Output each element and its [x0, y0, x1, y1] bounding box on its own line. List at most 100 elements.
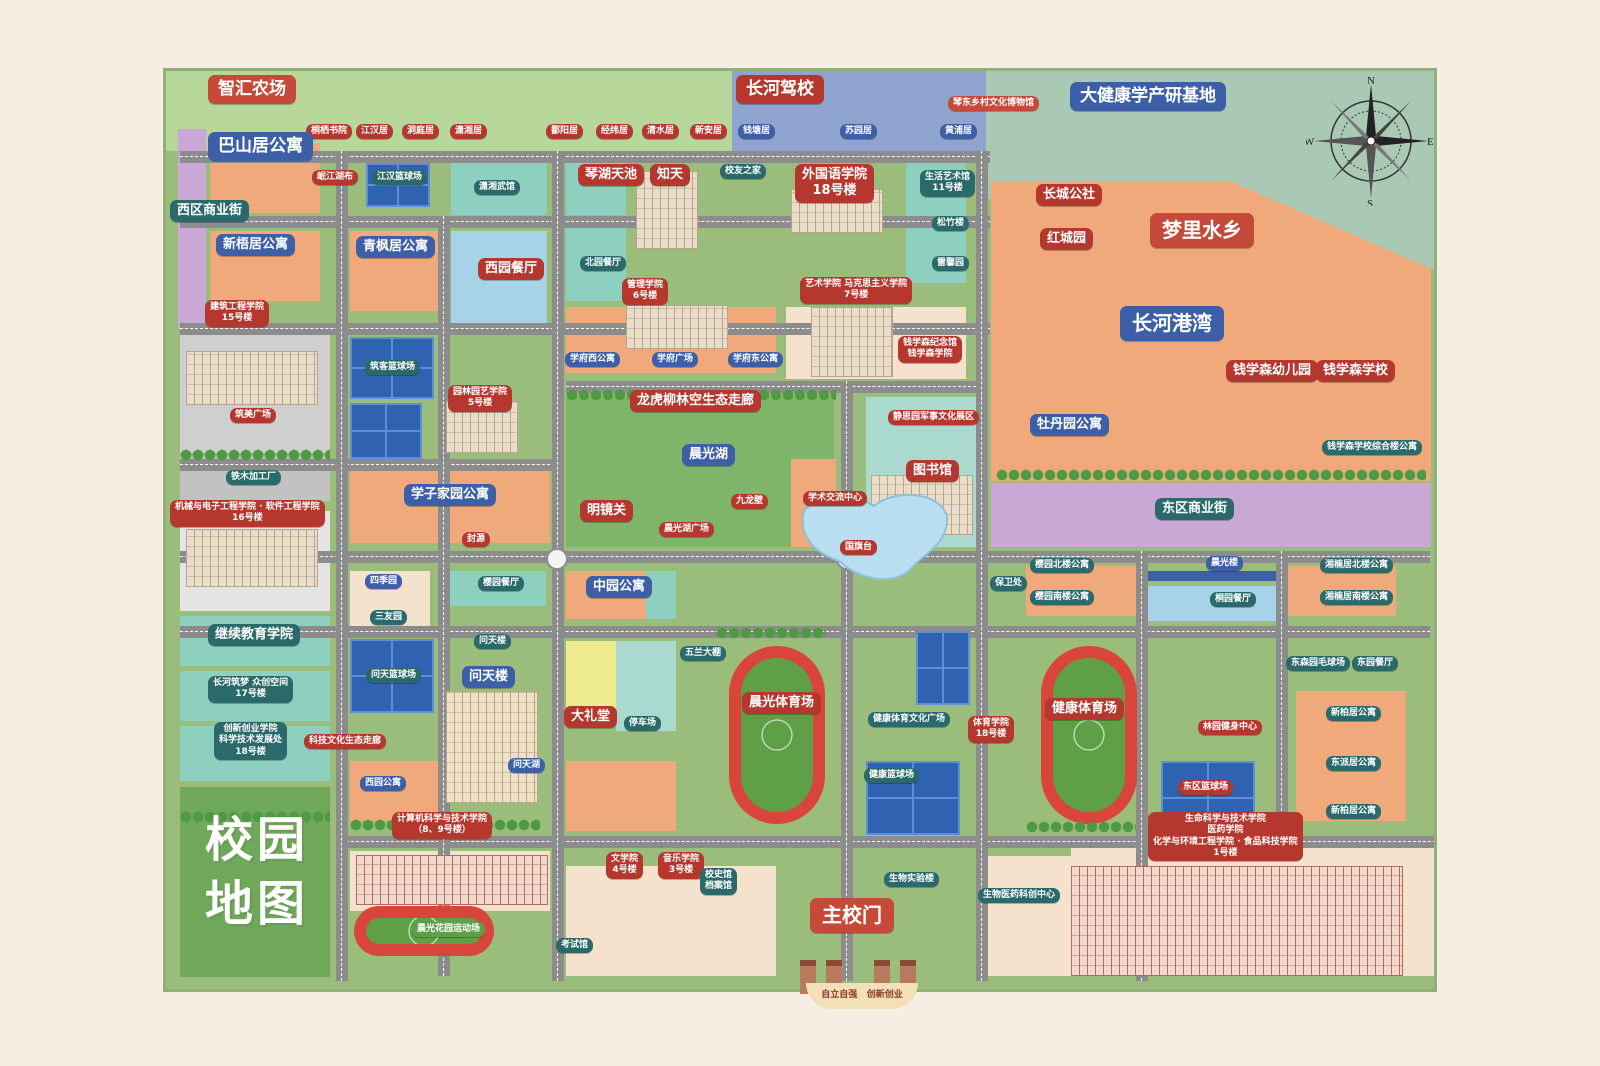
label-huangpu[interactable]: 黄浦居: [940, 124, 978, 140]
label-qingshui[interactable]: 清水居: [642, 124, 680, 140]
label-xinbai2[interactable]: 新柏居公寓: [1326, 804, 1382, 820]
label-zhongyuan[interactable]: 中园公寓: [586, 576, 653, 599]
label-qianxue-kinder[interactable]: 钱学森幼儿园: [1226, 360, 1319, 383]
label-guanli[interactable]: 管理学院 6号楼: [622, 278, 669, 305]
label-dalitang[interactable]: 大礼堂: [564, 706, 618, 729]
label-zhumei[interactable]: 筑美广场: [230, 408, 277, 424]
label-xiaoan[interactable]: 校史馆 档案馆: [700, 868, 738, 895]
label-jianzhu[interactable]: 建筑工程学院 15号楼: [205, 300, 270, 327]
label-zhihui-farm[interactable]: 智汇农场: [208, 75, 296, 105]
label-mengli[interactable]: 梦里水乡: [1150, 213, 1254, 248]
label-changhe-bay[interactable]: 长河港湾: [1120, 306, 1224, 341]
label-xiaoxiang[interactable]: 潇湘居: [450, 124, 488, 140]
label-beiyuan[interactable]: 北园餐厅: [580, 256, 627, 272]
label-xiangyuan-north[interactable]: 湘楠居北楼公寓: [1320, 558, 1394, 574]
label-baowei[interactable]: 保卫处: [990, 576, 1028, 592]
label-changhe-driving[interactable]: 长河驾校: [736, 75, 824, 105]
label-east-canteen[interactable]: 东园餐厅: [1352, 656, 1399, 672]
label-east-street[interactable]: 东区商业街: [1155, 498, 1235, 521]
label-arts[interactable]: 艺术学院 马克思主义学院 7号楼: [800, 277, 913, 304]
label-wulan[interactable]: 五兰大棚: [680, 646, 727, 662]
label-west-street[interactable]: 西区商业街: [170, 200, 250, 223]
label-fangzhi[interactable]: 琴东乡村文化博物馆: [948, 96, 1040, 112]
label-xuefu-square[interactable]: 学府广场: [652, 352, 699, 368]
label-qianxue-memorial[interactable]: 钱学森纪念馆 钱学森学院: [898, 336, 963, 363]
label-suyuan[interactable]: 苏园居: [840, 124, 878, 140]
label-xuezi[interactable]: 学子家园公寓: [404, 484, 497, 507]
label-science-park[interactable]: 科技文化生态走廊: [304, 734, 387, 750]
label-main-gate[interactable]: 主校门: [810, 898, 894, 933]
label-health-sport[interactable]: 健康体育场: [1045, 698, 1125, 721]
label-wentian-building[interactable]: 问天楼: [462, 666, 516, 689]
label-xinge[interactable]: 新梧居公寓: [216, 234, 296, 257]
label-tiemu[interactable]: 铁木加工厂: [226, 470, 282, 486]
label-fengyuan[interactable]: 封源: [462, 532, 491, 548]
label-mudan[interactable]: 牡丹园公寓: [1030, 414, 1110, 437]
label-chuangxin[interactable]: 创新创业学院 科学技术发展处 18号楼: [214, 722, 288, 760]
label-chenguang-field[interactable]: 晨光花园运动场: [412, 922, 486, 938]
label-poyang[interactable]: 鄱阳居: [546, 124, 584, 140]
label-dongshan[interactable]: 东森园毛球场: [1286, 656, 1351, 672]
label-hongchen[interactable]: 红城园: [1040, 228, 1094, 251]
label-qinhu[interactable]: 琴湖天池: [578, 164, 645, 187]
label-linyuan-fit[interactable]: 林园健身中心: [1198, 720, 1263, 736]
label-chenguang-lake[interactable]: 晨光湖: [682, 444, 736, 467]
label-xiaoyou[interactable]: 校友之家: [720, 164, 767, 180]
label-life-science[interactable]: 生命科学与技术学院 医药学院 化学与环境工程学院 · 食品科技学院 1号楼: [1148, 812, 1303, 861]
label-longhu[interactable]: 龙虎柳林空生态走廊: [630, 390, 762, 413]
label-zhibian[interactable]: 知天: [650, 164, 691, 187]
label-xiangxiang[interactable]: 潇湘武馆: [474, 180, 521, 196]
label-sanyou[interactable]: 三友园: [370, 610, 408, 626]
label-tongcheng[interactable]: 桐栖书院: [306, 124, 353, 140]
label-changcheng[interactable]: 长城公社: [1036, 184, 1103, 207]
label-wenhua[interactable]: 文学院 4号楼: [606, 852, 644, 879]
label-qiantang[interactable]: 钱塘居: [738, 124, 776, 140]
label-jiankang-court[interactable]: 健康篮球场: [864, 768, 920, 784]
label-xinan[interactable]: 新安居: [690, 124, 728, 140]
label-minjiang[interactable]: 岷江湖布: [312, 170, 359, 186]
label-bashan[interactable]: 巴山居公寓: [208, 132, 313, 162]
label-leixiang[interactable]: 雷馨园: [932, 256, 970, 272]
label-qianxue-school[interactable]: 钱学森学校: [1316, 360, 1396, 383]
label-jingshen-military[interactable]: 静思园军事文化展区: [888, 410, 980, 426]
label-yangguang[interactable]: 晨光楼: [1206, 556, 1244, 572]
label-siji[interactable]: 四季园: [365, 574, 403, 590]
label-xueshu[interactable]: 学术交流中心: [803, 491, 868, 507]
label-dongpai[interactable]: 东派居公寓: [1326, 756, 1382, 772]
label-library[interactable]: 图书馆: [906, 460, 960, 483]
label-xuefu-west[interactable]: 学府西公寓: [565, 352, 621, 368]
label-west-canteen[interactable]: 西园餐厅: [478, 258, 545, 281]
label-xinbai[interactable]: 新柏居公寓: [1326, 706, 1382, 722]
label-wentian-court[interactable]: 问天篮球场: [366, 668, 422, 684]
label-jiangding[interactable]: 江汉居: [356, 124, 394, 140]
label-qingfeng[interactable]: 青枫居公寓: [356, 236, 436, 259]
label-jiankang-sq[interactable]: 健康体育文化广场: [868, 712, 951, 728]
label-wentian-lake[interactable]: 问天湖: [508, 758, 546, 774]
label-yinghua-south[interactable]: 樱园南楼公寓: [1030, 590, 1095, 606]
label-wentian-building-sign[interactable]: 问天楼: [474, 634, 512, 650]
label-dongyuan-canteen[interactable]: 桐园餐厅: [1210, 592, 1257, 608]
label-mingjing[interactable]: 明镜关: [580, 500, 634, 523]
label-xiangyuan-south[interactable]: 湘楠居南楼公寓: [1320, 590, 1394, 606]
label-computer[interactable]: 计算机科学与技术学院 （8、9号楼）: [392, 812, 493, 839]
label-foreign[interactable]: 外国语学院 18号楼: [795, 164, 875, 203]
label-shengwu[interactable]: 生物实验楼: [884, 872, 940, 888]
label-changhe-zhuxue[interactable]: 长河筑梦 众创空间 17号楼: [208, 676, 294, 703]
label-xiyuan-apt[interactable]: 西园公寓: [360, 776, 407, 792]
label-jixu[interactable]: 继续教育学院: [208, 624, 301, 647]
label-kaoshi[interactable]: 考试馆: [556, 938, 594, 954]
label-dongyuan-court[interactable]: 东区篮球场: [1178, 780, 1234, 796]
label-jiangbei-court[interactable]: 江汉篮球场: [372, 170, 428, 186]
label-jixie[interactable]: 机械与电子工程学院 · 软件工程学院 16号楼: [170, 500, 325, 527]
label-shengwu-center[interactable]: 生物医药科创中心: [978, 888, 1061, 904]
label-jiulong[interactable]: 九龙壁: [731, 494, 769, 510]
label-xuefu-east[interactable]: 学府东公寓: [728, 352, 784, 368]
label-parking[interactable]: 停车场: [624, 716, 662, 732]
label-zhuke[interactable]: 筑客篮球场: [365, 360, 421, 376]
label-shenghuo[interactable]: 生活艺术馆 11号楼: [920, 170, 976, 197]
label-dongting[interactable]: 洞庭居: [402, 124, 440, 140]
label-yinghua-north[interactable]: 樱园北楼公寓: [1030, 558, 1095, 574]
label-jingfu[interactable]: 经纬居: [596, 124, 634, 140]
label-chenguang-square[interactable]: 晨光湖广场: [659, 522, 715, 538]
label-yingyuan[interactable]: 樱园餐厅: [478, 576, 525, 592]
